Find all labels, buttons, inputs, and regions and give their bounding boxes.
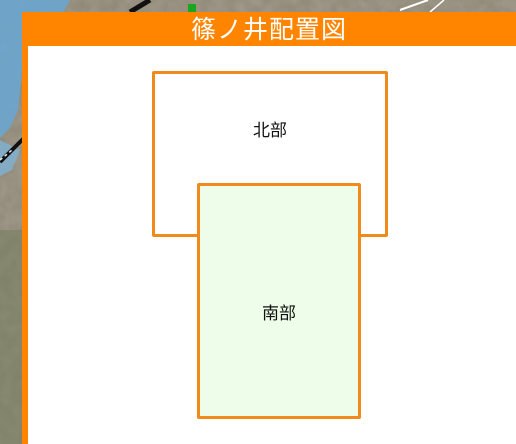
river-shape [0,0,70,138]
zone-south[interactable]: 南部 [197,183,361,419]
road-line [0,136,26,164]
layout-map-panel: 篠ノ井配置図 北部 南部 [22,12,516,444]
panel-body: 北部 南部 [28,46,516,444]
zone-north-label: 北部 [253,121,287,141]
panel-title: 篠ノ井配置図 [190,15,347,44]
zone-south-label: 南部 [262,304,296,324]
